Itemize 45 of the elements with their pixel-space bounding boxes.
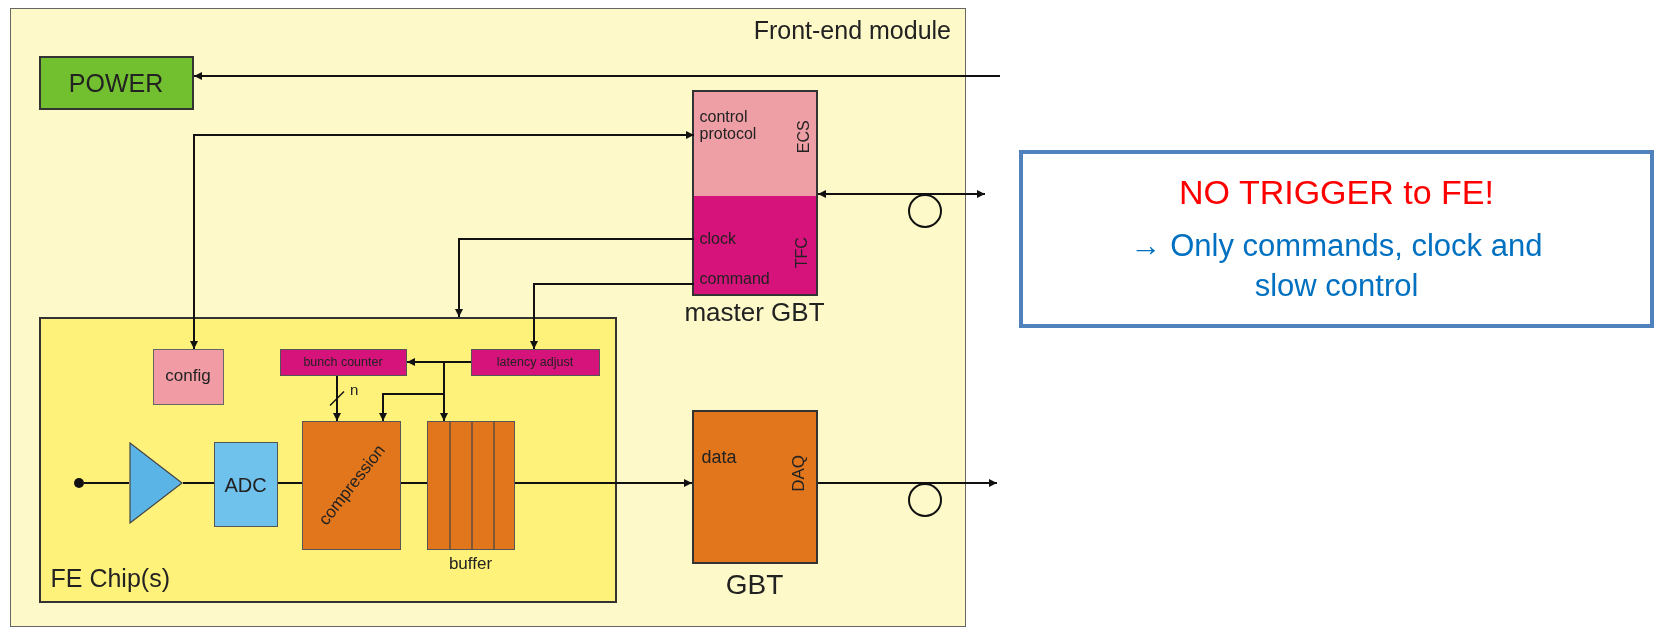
section-label: DAQ bbox=[789, 454, 809, 492]
amplifier-triangle bbox=[128, 441, 183, 524]
adc-box bbox=[213, 441, 278, 527]
input-dot bbox=[73, 477, 84, 488]
edge-label: n bbox=[350, 382, 359, 399]
arrow bbox=[530, 283, 695, 350]
panel-title: Front-end module bbox=[753, 17, 951, 45]
config-box bbox=[152, 348, 224, 405]
box-label: ADC bbox=[223, 473, 268, 496]
box-label: config bbox=[164, 366, 212, 386]
connector-line bbox=[400, 482, 428, 484]
block-title: GBT bbox=[724, 569, 785, 601]
connector-line bbox=[277, 482, 303, 484]
arrow bbox=[455, 238, 695, 318]
signal-label: command bbox=[699, 269, 770, 288]
box-label: POWER bbox=[67, 69, 165, 97]
ecs-section bbox=[693, 91, 816, 196]
port-label: data bbox=[701, 447, 737, 468]
box-label: buffer bbox=[447, 554, 494, 574]
arrow bbox=[817, 190, 986, 198]
arrow bbox=[379, 361, 472, 422]
arrow bbox=[817, 479, 998, 487]
section-label: TFC bbox=[793, 236, 811, 268]
counter-box bbox=[279, 348, 407, 376]
box-label: latency adjust bbox=[495, 355, 575, 370]
arrow bbox=[333, 375, 341, 422]
connector-line bbox=[182, 482, 215, 484]
latency-box bbox=[470, 348, 600, 376]
arrow bbox=[514, 479, 693, 487]
note-box bbox=[1019, 150, 1654, 328]
signal-label: clock bbox=[699, 229, 736, 248]
note-text: → Only commands, clock and slow control bbox=[1129, 227, 1544, 306]
box-label: bunch counter bbox=[302, 355, 384, 370]
chip-panel bbox=[38, 316, 617, 603]
arrow bbox=[193, 72, 1001, 80]
note-heading: NO TRIGGER to FE! bbox=[1178, 174, 1495, 212]
arrow bbox=[190, 131, 695, 350]
panel-title: FE Chip(s) bbox=[50, 565, 170, 593]
power-box bbox=[38, 55, 194, 110]
block-title: master GBT bbox=[683, 297, 826, 327]
compression-box bbox=[301, 420, 401, 550]
connector-line bbox=[83, 482, 130, 484]
section-label: ECS bbox=[794, 119, 812, 153]
section-text: control protocol bbox=[699, 107, 758, 143]
module-panel bbox=[10, 8, 966, 627]
